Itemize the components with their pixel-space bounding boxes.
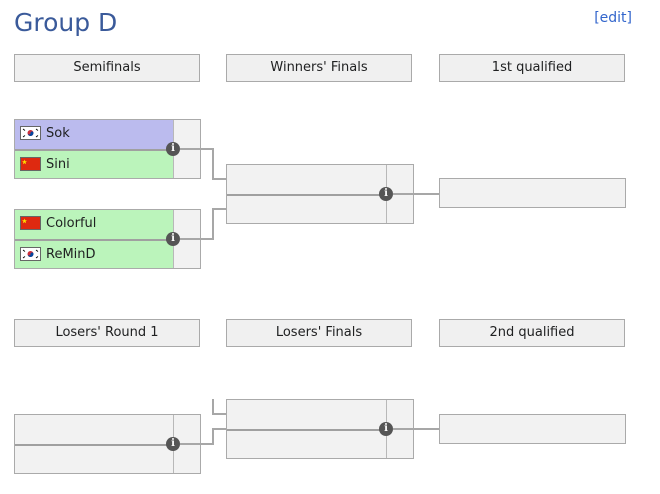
player-name: Sok [46, 126, 70, 141]
semifinal-match-1: Sok Sini [14, 119, 201, 179]
match-info-icon[interactable]: i [166, 437, 180, 451]
flag-kr-icon [20, 247, 41, 261]
flag-kr-icon [20, 126, 41, 140]
winners-finals-slot-1 [227, 165, 386, 194]
bracket-connector [180, 238, 213, 240]
header-second-qualified: 2nd qualified [439, 319, 625, 347]
edit-link[interactable]: [edit] [594, 10, 632, 26]
bracket-connector [212, 148, 214, 179]
semifinal-2-slot-2: ReMinD [15, 239, 174, 268]
header-semifinals: Semifinals [14, 54, 200, 82]
bracket-connector [212, 428, 214, 445]
bracket-connector [393, 193, 439, 195]
bracket-connector [393, 428, 439, 430]
match-info-icon[interactable]: i [379, 187, 393, 201]
player-name: ReMinD [46, 247, 96, 262]
losers-round-1-slot-2 [15, 444, 174, 473]
group-title: Group D [14, 8, 118, 37]
match-info-icon[interactable]: i [166, 142, 180, 156]
match-info-icon[interactable]: i [166, 232, 180, 246]
header-winners-finals: Winners' Finals [226, 54, 412, 82]
losers-round-1-slot-1 [15, 415, 174, 444]
player-name: Sini [46, 157, 70, 172]
flag-cn-icon [20, 157, 41, 171]
bracket-connector [212, 428, 227, 430]
losers-finals-slot-1 [227, 400, 386, 429]
bracket-connector [212, 208, 227, 210]
semifinal-1-slot-2: Sini [15, 149, 174, 178]
bracket-connector [180, 148, 213, 150]
first-qualified-slot [439, 178, 626, 208]
second-qualified-slot [439, 414, 626, 444]
match-info-icon[interactable]: i [379, 422, 393, 436]
bracket-connector [212, 178, 227, 180]
header-first-qualified: 1st qualified [439, 54, 625, 82]
header-losers-finals: Losers' Finals [226, 319, 412, 347]
bracket-connector [212, 413, 227, 415]
bracket-connector [180, 443, 213, 445]
semifinal-1-slot-1: Sok [15, 120, 174, 149]
bracket-connector [212, 399, 214, 414]
winners-finals-slot-2 [227, 194, 386, 223]
semifinal-2-slot-1: Colorful [15, 210, 174, 239]
flag-cn-icon [20, 216, 41, 230]
bracket-connector [212, 208, 214, 240]
losers-finals-slot-2 [227, 429, 386, 458]
player-name: Colorful [46, 216, 97, 231]
header-losers-round-1: Losers' Round 1 [14, 319, 200, 347]
